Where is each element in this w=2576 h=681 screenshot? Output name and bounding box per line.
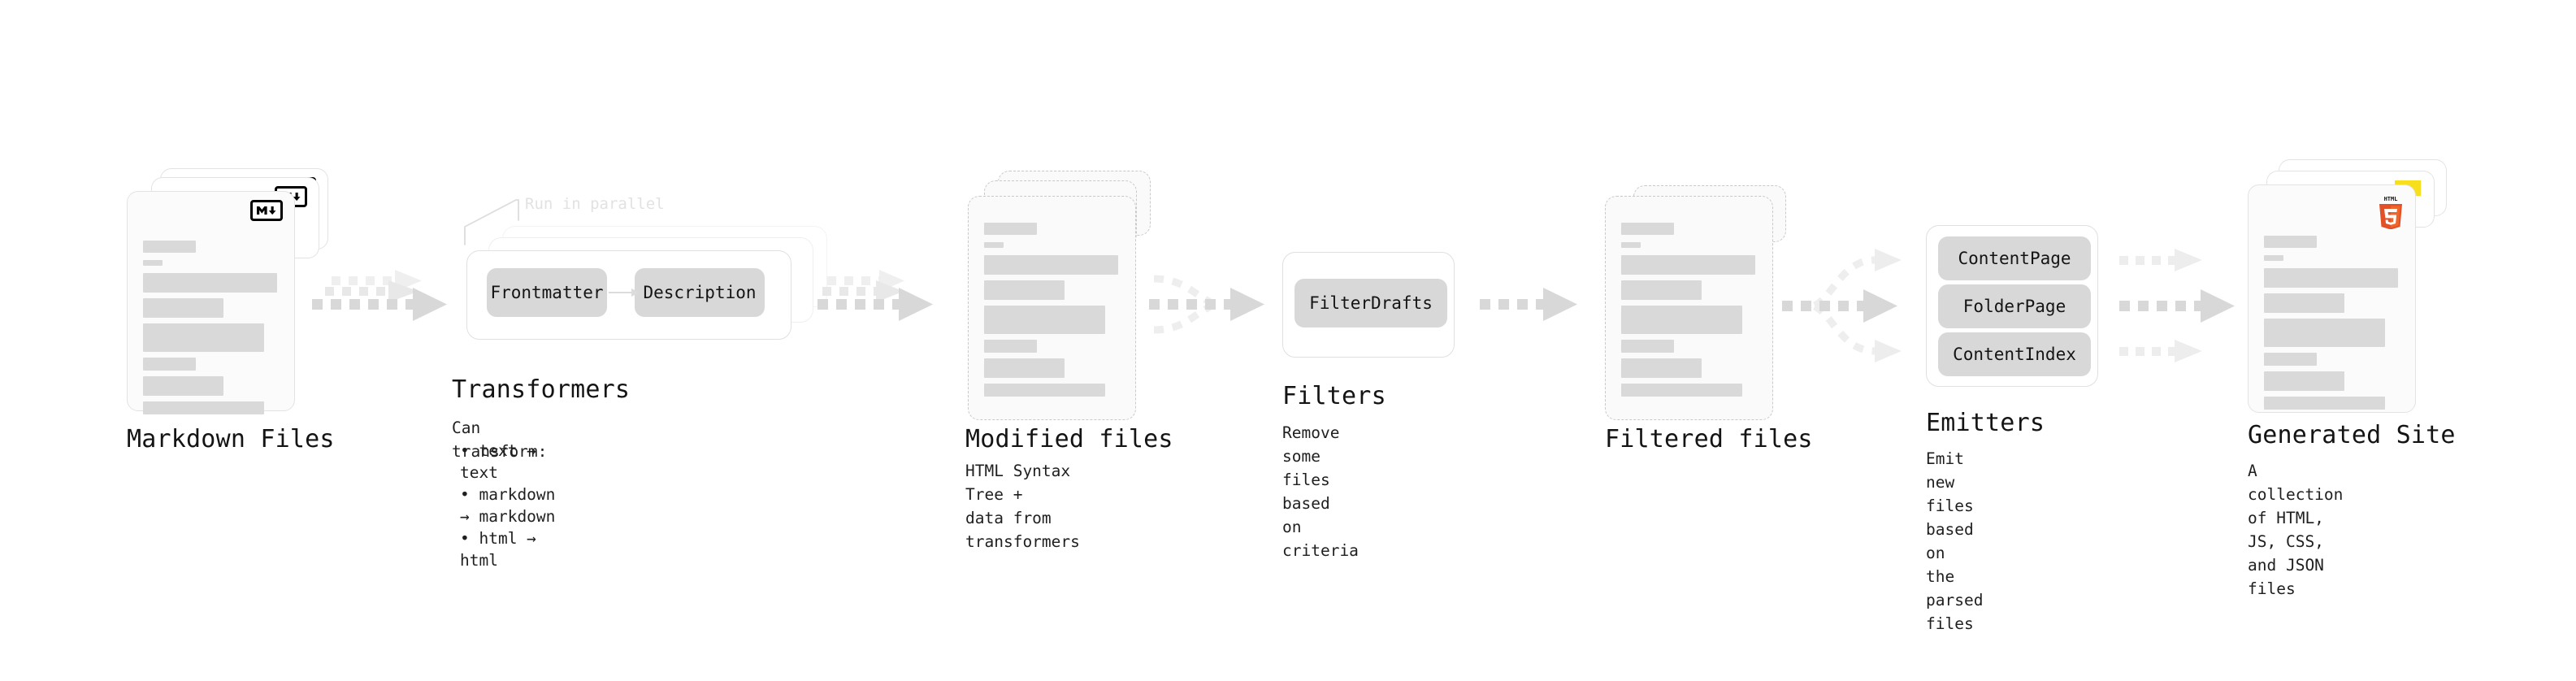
stage-desc-filters: Remove some files based on criteria xyxy=(1282,423,1359,560)
html5-icon: HTML xyxy=(2377,193,2405,230)
transform-list-item: • html → html xyxy=(460,529,536,570)
arrow-modified-to-filters xyxy=(1144,267,1274,344)
stage-title-markdown-files: Markdown Files xyxy=(127,425,335,453)
stage-desc-emitters: Emit new files based on the parsed files xyxy=(1926,449,1984,633)
filtered-card-front xyxy=(1605,196,1773,420)
transformer-box: Frontmatter Description xyxy=(466,250,791,340)
parallel-bracket xyxy=(463,197,569,249)
modified-card-front xyxy=(968,196,1136,420)
filters-box: FilterDrafts xyxy=(1282,252,1455,358)
arrow-transformers-to-modified xyxy=(813,268,967,341)
markdown-card-front xyxy=(127,191,295,414)
chip-description[interactable]: Description xyxy=(635,268,765,317)
transform-list-item: • markdown → markdown xyxy=(460,485,556,526)
bullet-icon: • xyxy=(460,441,479,460)
transform-list: • text → text • markdown → markdown • ht… xyxy=(460,440,555,571)
stage-desc-generated-site: A collection of HTML, JS, CSS, and JSON … xyxy=(2248,462,2344,598)
arrow-markdown-to-transformers xyxy=(307,268,470,341)
emitters-box: ContentPage FolderPage ContentIndex xyxy=(1926,225,2098,387)
arrow-filters-to-filtered xyxy=(1475,284,1597,333)
parallel-note-label: Run in parallel xyxy=(525,195,665,213)
transformer-arrow xyxy=(609,286,641,299)
stage-title-filters: Filters xyxy=(1282,382,1386,410)
chip-folderpage[interactable]: FolderPage xyxy=(1938,284,2091,328)
chip-filterdrafts[interactable]: FilterDrafts xyxy=(1295,279,1447,327)
bullet-icon: • xyxy=(460,529,479,548)
stage-desc-transformers: Can transform: xyxy=(452,419,548,461)
generated-card-front: HTML xyxy=(2248,184,2416,413)
arrow-emitters-to-site xyxy=(2113,234,2255,372)
transform-list-item: • text → text xyxy=(460,441,536,482)
chip-frontmatter[interactable]: Frontmatter xyxy=(487,268,607,317)
stage-title-modified-files: Modified files xyxy=(965,425,1173,453)
bullet-icon: • xyxy=(460,485,479,504)
stage-title-filtered-files: Filtered files xyxy=(1605,425,1813,453)
stage-title-generated-site: Generated Site xyxy=(2248,421,2456,449)
stage-title-emitters: Emitters xyxy=(1926,409,2045,437)
chip-contentindex[interactable]: ContentIndex xyxy=(1938,332,2091,376)
stage-title-transformers: Transformers xyxy=(452,375,631,404)
markdown-icon xyxy=(250,200,283,221)
chip-contentpage[interactable]: ContentPage xyxy=(1938,236,2091,280)
arrow-filtered-to-emitters xyxy=(1776,234,1918,372)
svg-text:HTML: HTML xyxy=(2384,196,2398,202)
stage-desc-modified-files: HTML Syntax Tree + data from transformer… xyxy=(965,462,1080,551)
